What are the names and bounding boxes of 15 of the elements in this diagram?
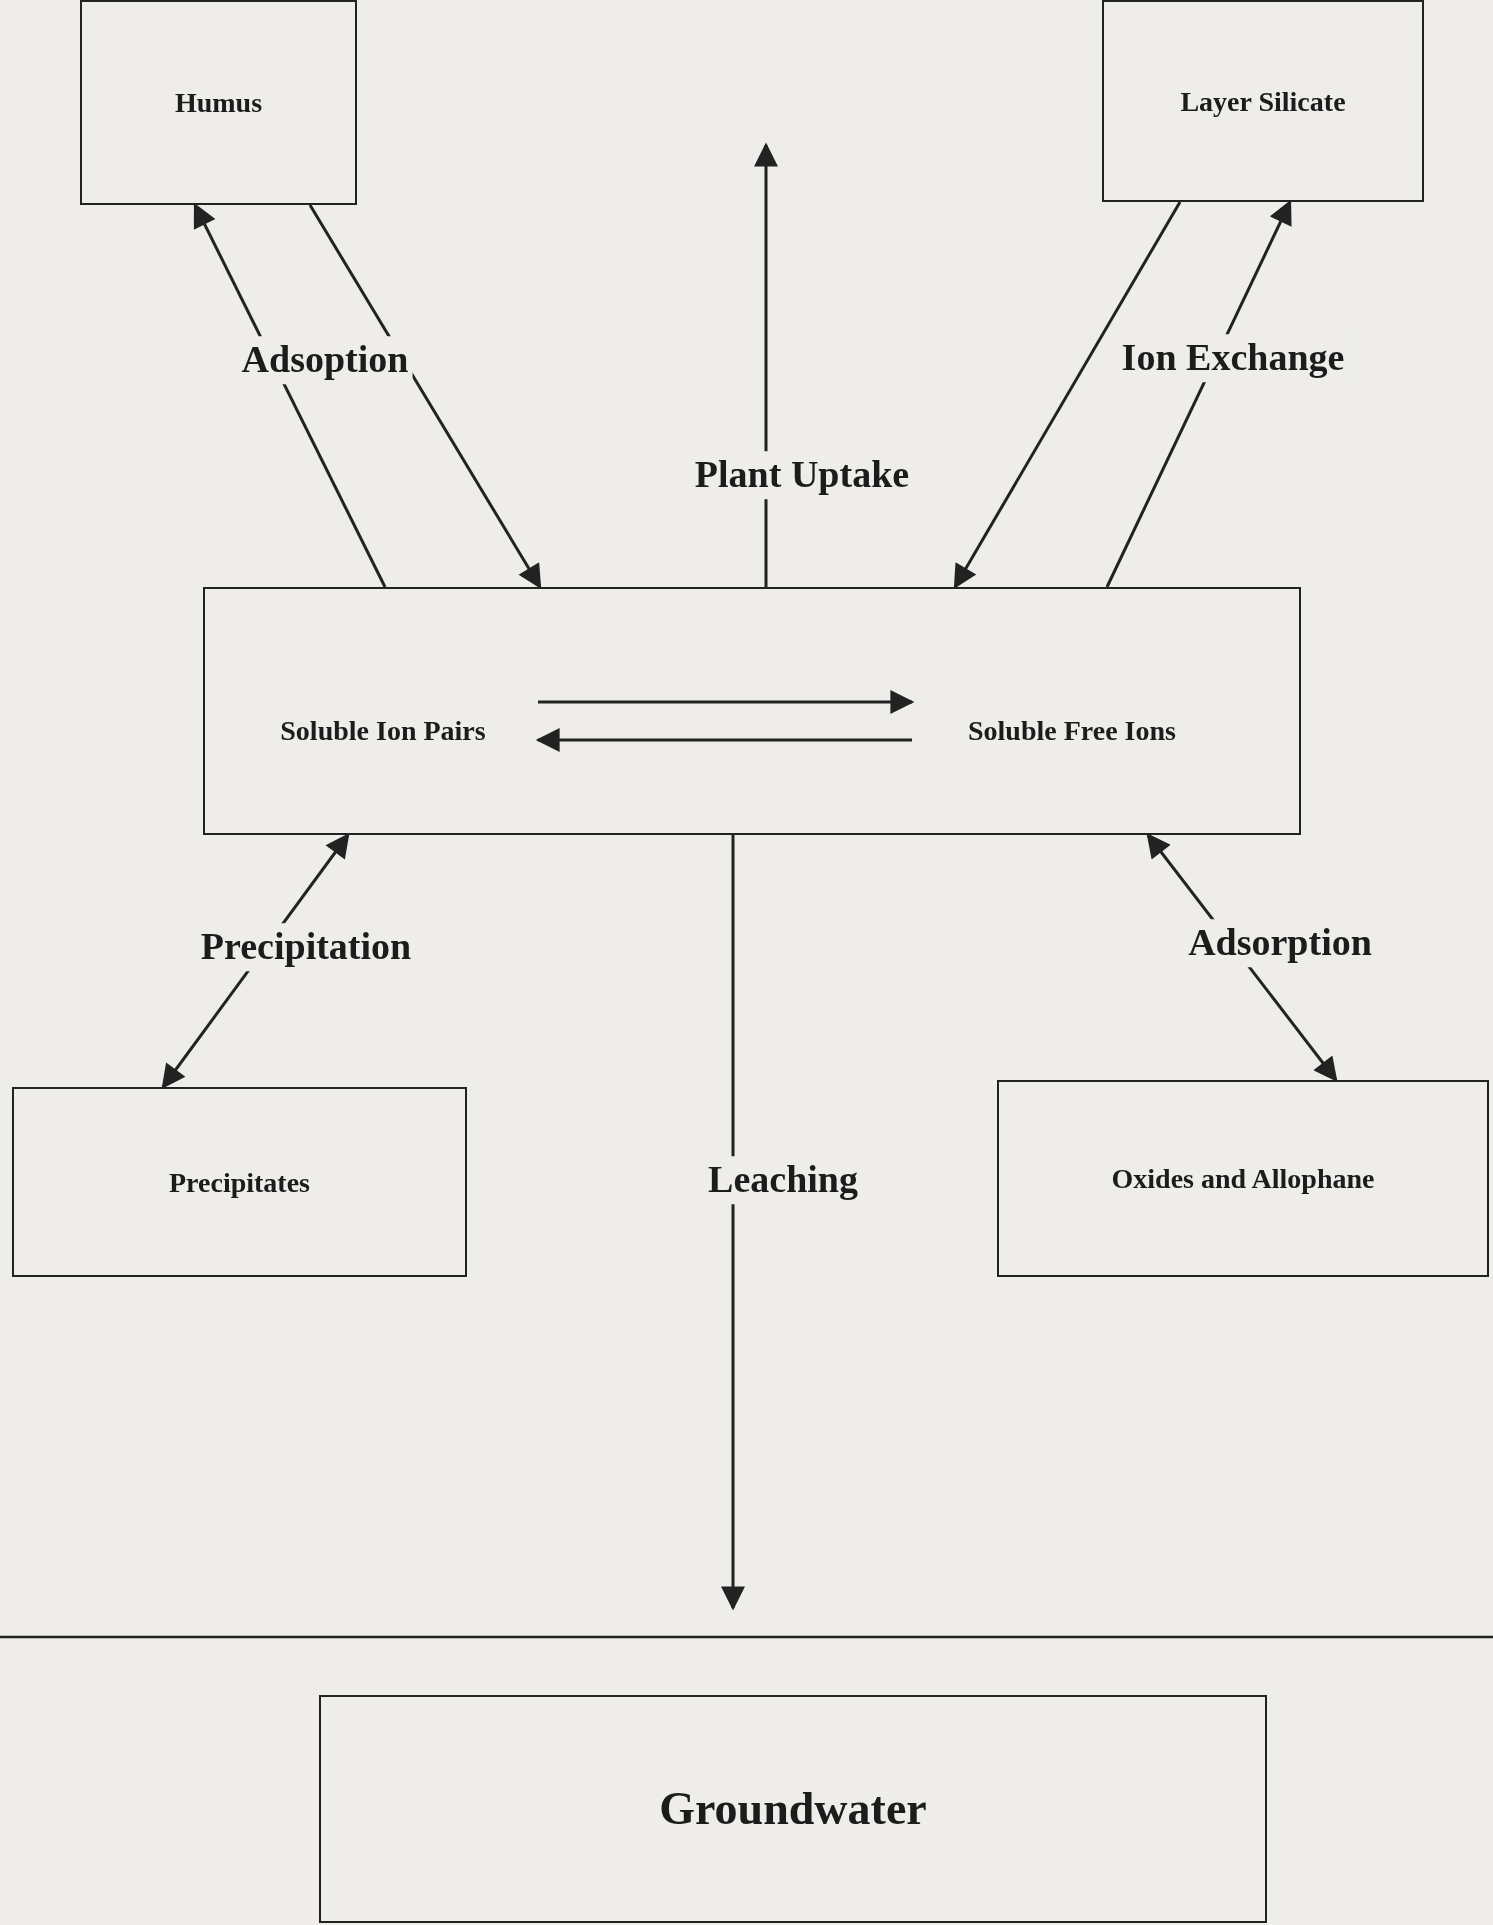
arrow <box>535 728 912 752</box>
arrow <box>1105 199 1292 588</box>
node-text: Soluble Ion Pairs <box>228 690 538 770</box>
arrow <box>721 835 745 1611</box>
process-box: Layer Silicate <box>1102 0 1424 202</box>
node-text: Soluble Free Ions <box>912 690 1232 770</box>
arrow <box>953 201 1182 590</box>
arrow <box>308 204 542 590</box>
process-box: Precipitates <box>12 1087 467 1277</box>
container-box <box>203 587 1301 835</box>
process-box: Groundwater <box>319 1695 1267 1923</box>
process-box: Humus <box>80 0 357 205</box>
process-box: Oxides and Allophane <box>997 1080 1489 1277</box>
arrow <box>754 142 778 587</box>
arrow <box>538 690 915 714</box>
